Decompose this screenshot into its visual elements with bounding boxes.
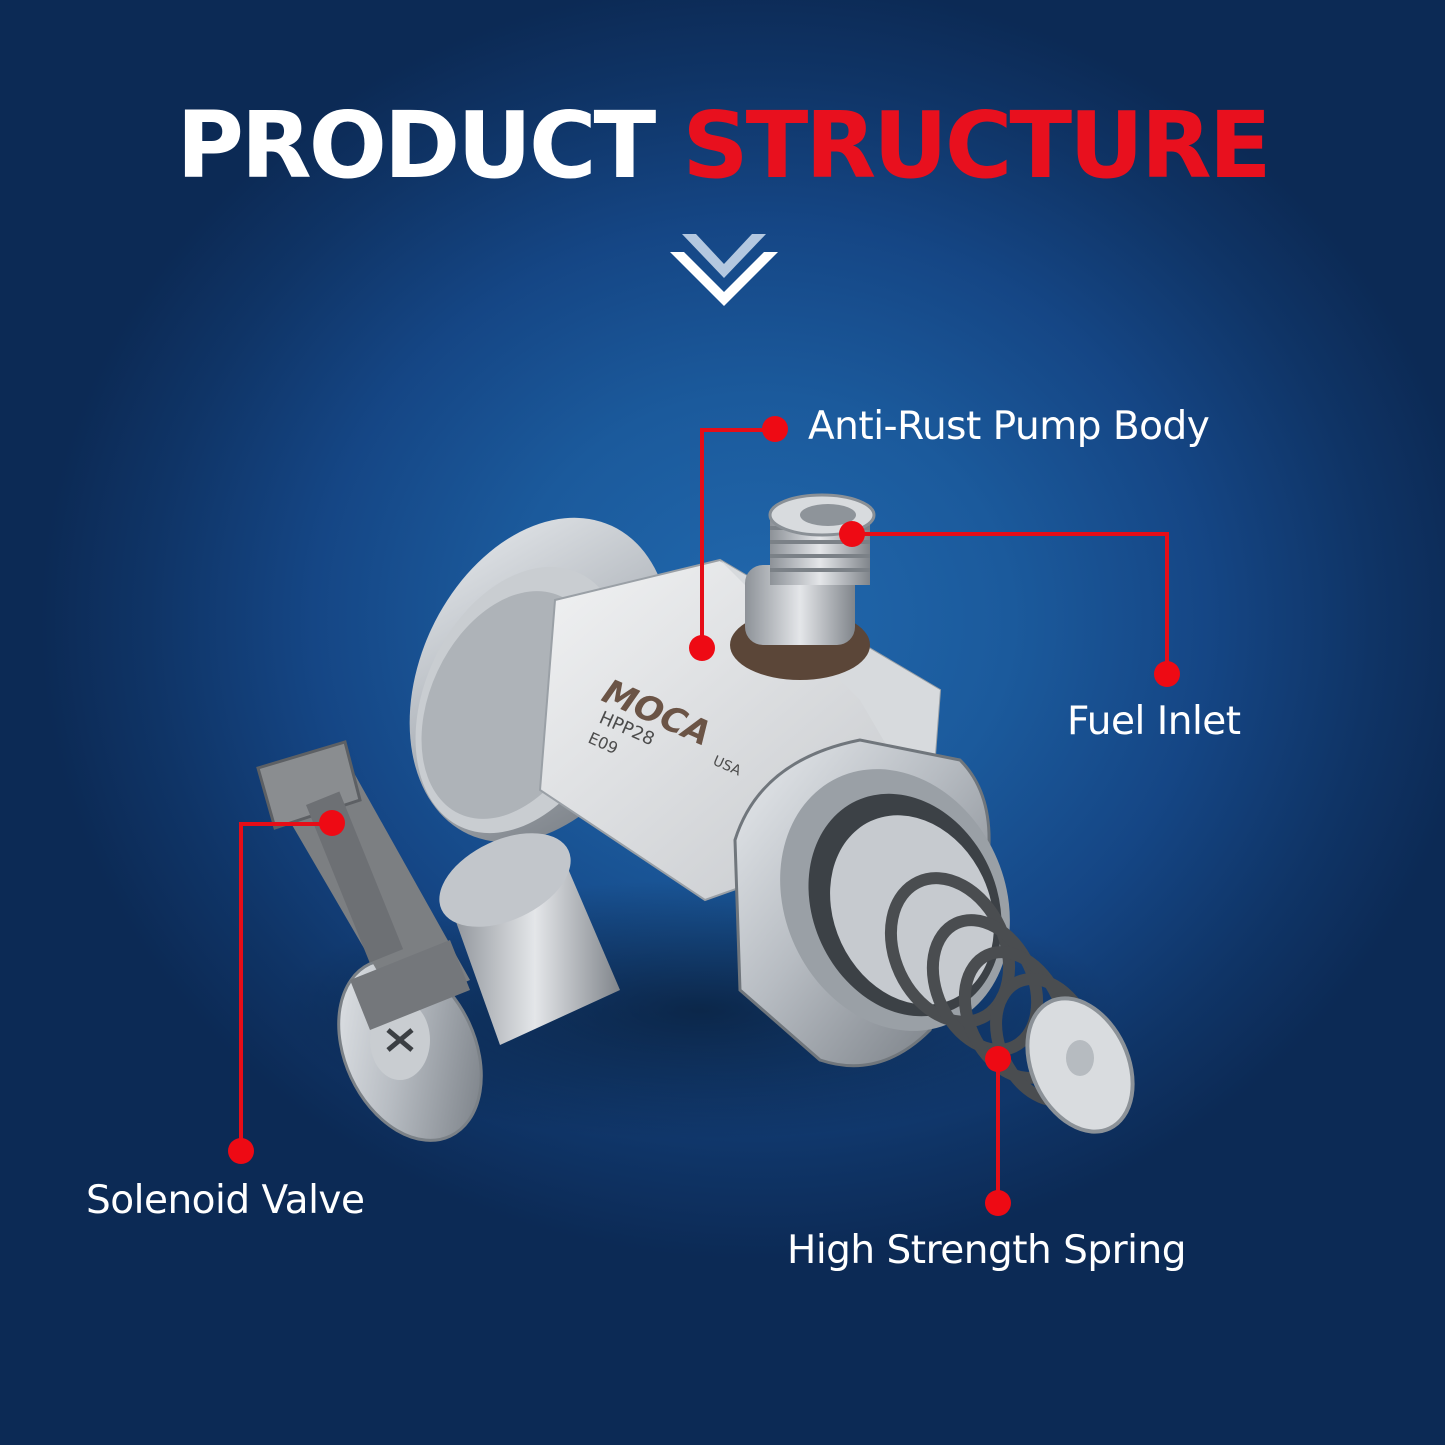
leader-line bbox=[700, 428, 704, 648]
leader-line bbox=[851, 532, 1167, 536]
callout-dot bbox=[228, 1138, 254, 1164]
callout-label: Anti-Rust Pump Body bbox=[808, 404, 1210, 449]
callout-dot bbox=[762, 416, 788, 442]
leader-line bbox=[996, 1059, 1000, 1204]
title-primary: PRODUCT bbox=[176, 92, 656, 199]
leader-line bbox=[700, 428, 774, 432]
leader-line bbox=[239, 822, 243, 1152]
leader-line bbox=[1165, 532, 1169, 674]
leader-line bbox=[239, 822, 331, 826]
callout-dot bbox=[1154, 661, 1180, 687]
double-chevron-down-icon bbox=[670, 234, 778, 306]
callout-label: High Strength Spring bbox=[787, 1228, 1187, 1273]
title-accent: STRUCTURE bbox=[682, 92, 1271, 199]
callout-dot bbox=[985, 1190, 1011, 1216]
electrical-connector bbox=[256, 740, 470, 1030]
callout-dot bbox=[319, 810, 345, 836]
page-title: PRODUCT STRUCTURE bbox=[0, 100, 1445, 192]
flange-and-spring bbox=[733, 738, 1135, 1134]
callout-dot bbox=[985, 1046, 1011, 1072]
callout-label: Solenoid Valve bbox=[86, 1178, 365, 1223]
callout-label: Fuel Inlet bbox=[1067, 699, 1241, 744]
callout-dot bbox=[839, 521, 865, 547]
solenoid-body bbox=[337, 833, 620, 1142]
callout-dot bbox=[689, 635, 715, 661]
